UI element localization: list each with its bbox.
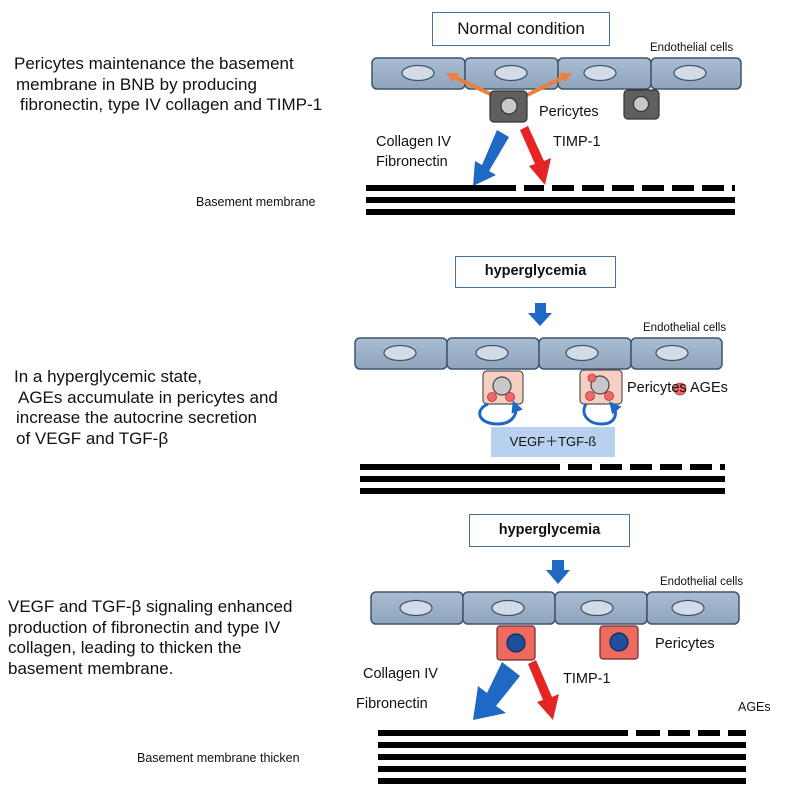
pericyte-nucleus xyxy=(609,632,629,652)
timp-red-arrow xyxy=(528,660,559,720)
description-line: Pericytes maintenance the basement xyxy=(14,54,294,73)
ages-dot xyxy=(505,392,515,402)
panel3-fibronectin-label: Fibronectin xyxy=(356,696,428,712)
description-line: In a hyperglycemic state, xyxy=(14,367,203,386)
down-arrow-hyperglycemia-1 xyxy=(528,303,552,326)
cell-nucleus xyxy=(494,64,528,82)
ages-dot xyxy=(604,391,614,401)
panel2-pericytes-label: Pericytes xyxy=(627,380,687,396)
cell-nucleus xyxy=(475,344,509,362)
panel3-collagen-label: Collagen IV xyxy=(363,666,438,682)
cell-nucleus xyxy=(673,64,707,82)
description-line: VEGF and TGF-β signaling enhanced xyxy=(8,597,293,616)
ages-dot xyxy=(487,392,497,402)
plus-sign: ＋ xyxy=(545,434,559,449)
cell-nucleus xyxy=(671,599,705,617)
pericyte-nucleus xyxy=(506,633,526,653)
tgf-label: TGF-ß xyxy=(558,434,597,449)
ages-dot xyxy=(585,391,595,401)
panel3-pericytes xyxy=(496,625,639,661)
description-line: AGEs accumulate in pericytes and xyxy=(18,387,278,407)
description-line: collagen, leading to thicken the xyxy=(8,638,242,658)
panel2-endothelial-label: Endothelial cells xyxy=(643,322,727,334)
cell-nucleus xyxy=(399,599,433,617)
panel3-timp-label: TIMP-1 xyxy=(563,671,611,687)
cell-nucleus xyxy=(565,344,599,362)
vegf-label: VEGF xyxy=(509,434,546,449)
autocrine-arrow xyxy=(582,401,622,426)
orange-arrowhead xyxy=(446,73,459,82)
cell-nucleus xyxy=(401,64,435,82)
panel2-basement-membrane xyxy=(360,464,725,494)
panel3-basement-membrane xyxy=(378,730,746,784)
cell-nucleus xyxy=(491,599,525,617)
ages-dot xyxy=(587,373,597,383)
collagen-blue-arrow-large xyxy=(473,662,520,720)
pericyte-nucleus xyxy=(500,97,518,115)
description-line: of VEGF and TGF-β xyxy=(16,429,169,449)
panel1-endothelial-label: Endothelial cells xyxy=(650,42,734,54)
panel2-description: In a hyperglycemic state, AGEs accumulat… xyxy=(14,367,278,450)
panel3-ages-label: AGEs xyxy=(738,700,771,714)
panel1-collagen-label: Collagen IV xyxy=(376,134,451,150)
description-line: membrane in BNB by producing xyxy=(16,74,257,94)
collagen-blue-arrow xyxy=(473,130,509,186)
panel2-endothelial-row xyxy=(354,337,723,370)
orange-arrowhead xyxy=(559,73,572,82)
panel1-output-arrows xyxy=(473,126,551,186)
panel3-description: VEGF and TGF-β signaling enhanced produc… xyxy=(8,597,292,680)
description-line: production of fibronectin and type IV xyxy=(8,617,281,637)
panel1-description: Pericytes maintenance the basement membr… xyxy=(14,54,322,116)
panel3-output-arrows xyxy=(473,660,559,720)
cell-nucleus xyxy=(655,344,689,362)
panel3-membrane-label: Basement membrane thicken xyxy=(137,751,300,765)
panel3-endothelial-label: Endothelial cells xyxy=(660,576,744,588)
description-line: increase the autocrine secretion xyxy=(16,408,257,428)
down-arrow-hyperglycemia-2 xyxy=(546,560,570,584)
panel1-endothelial-row xyxy=(371,57,742,90)
cell-nucleus xyxy=(383,344,417,362)
panel1-title: Normal condition xyxy=(432,12,610,46)
description-line: basement membrane. xyxy=(8,659,174,679)
timp-red-arrow xyxy=(520,126,551,185)
ages-legend-dot xyxy=(673,382,687,396)
panel2-ages-label: AGEs xyxy=(690,380,728,396)
panel2-pericytes xyxy=(482,369,687,405)
description-line: fibronectin, type IV collagen and TIMP-1 xyxy=(20,95,323,115)
cell-nucleus xyxy=(580,599,614,617)
pericyte-nucleus xyxy=(632,95,650,113)
panel1-pericytes xyxy=(489,89,660,123)
panel2-title: hyperglycemia xyxy=(455,256,616,288)
panel3-endothelial-row xyxy=(370,591,740,625)
panel3-title: hyperglycemia xyxy=(469,514,630,547)
panel3-pericytes-label: Pericytes xyxy=(655,636,715,652)
panel1-fibronectin-label: Fibronectin xyxy=(376,154,448,170)
pericyte-nucleus xyxy=(492,376,512,396)
panel1-membrane-label: Basement membrane xyxy=(196,195,316,209)
panel1-basement-membrane xyxy=(366,185,735,215)
panel2-autocrine-arrows xyxy=(478,400,622,426)
autocrine-arrow xyxy=(478,400,523,426)
cell-nucleus xyxy=(583,64,617,82)
vegf-tgf-box: VEGF＋TGF-ß xyxy=(491,427,615,457)
panel1-timp-label: TIMP-1 xyxy=(553,134,601,150)
panel1-pericytes-label: Pericytes xyxy=(539,104,599,120)
